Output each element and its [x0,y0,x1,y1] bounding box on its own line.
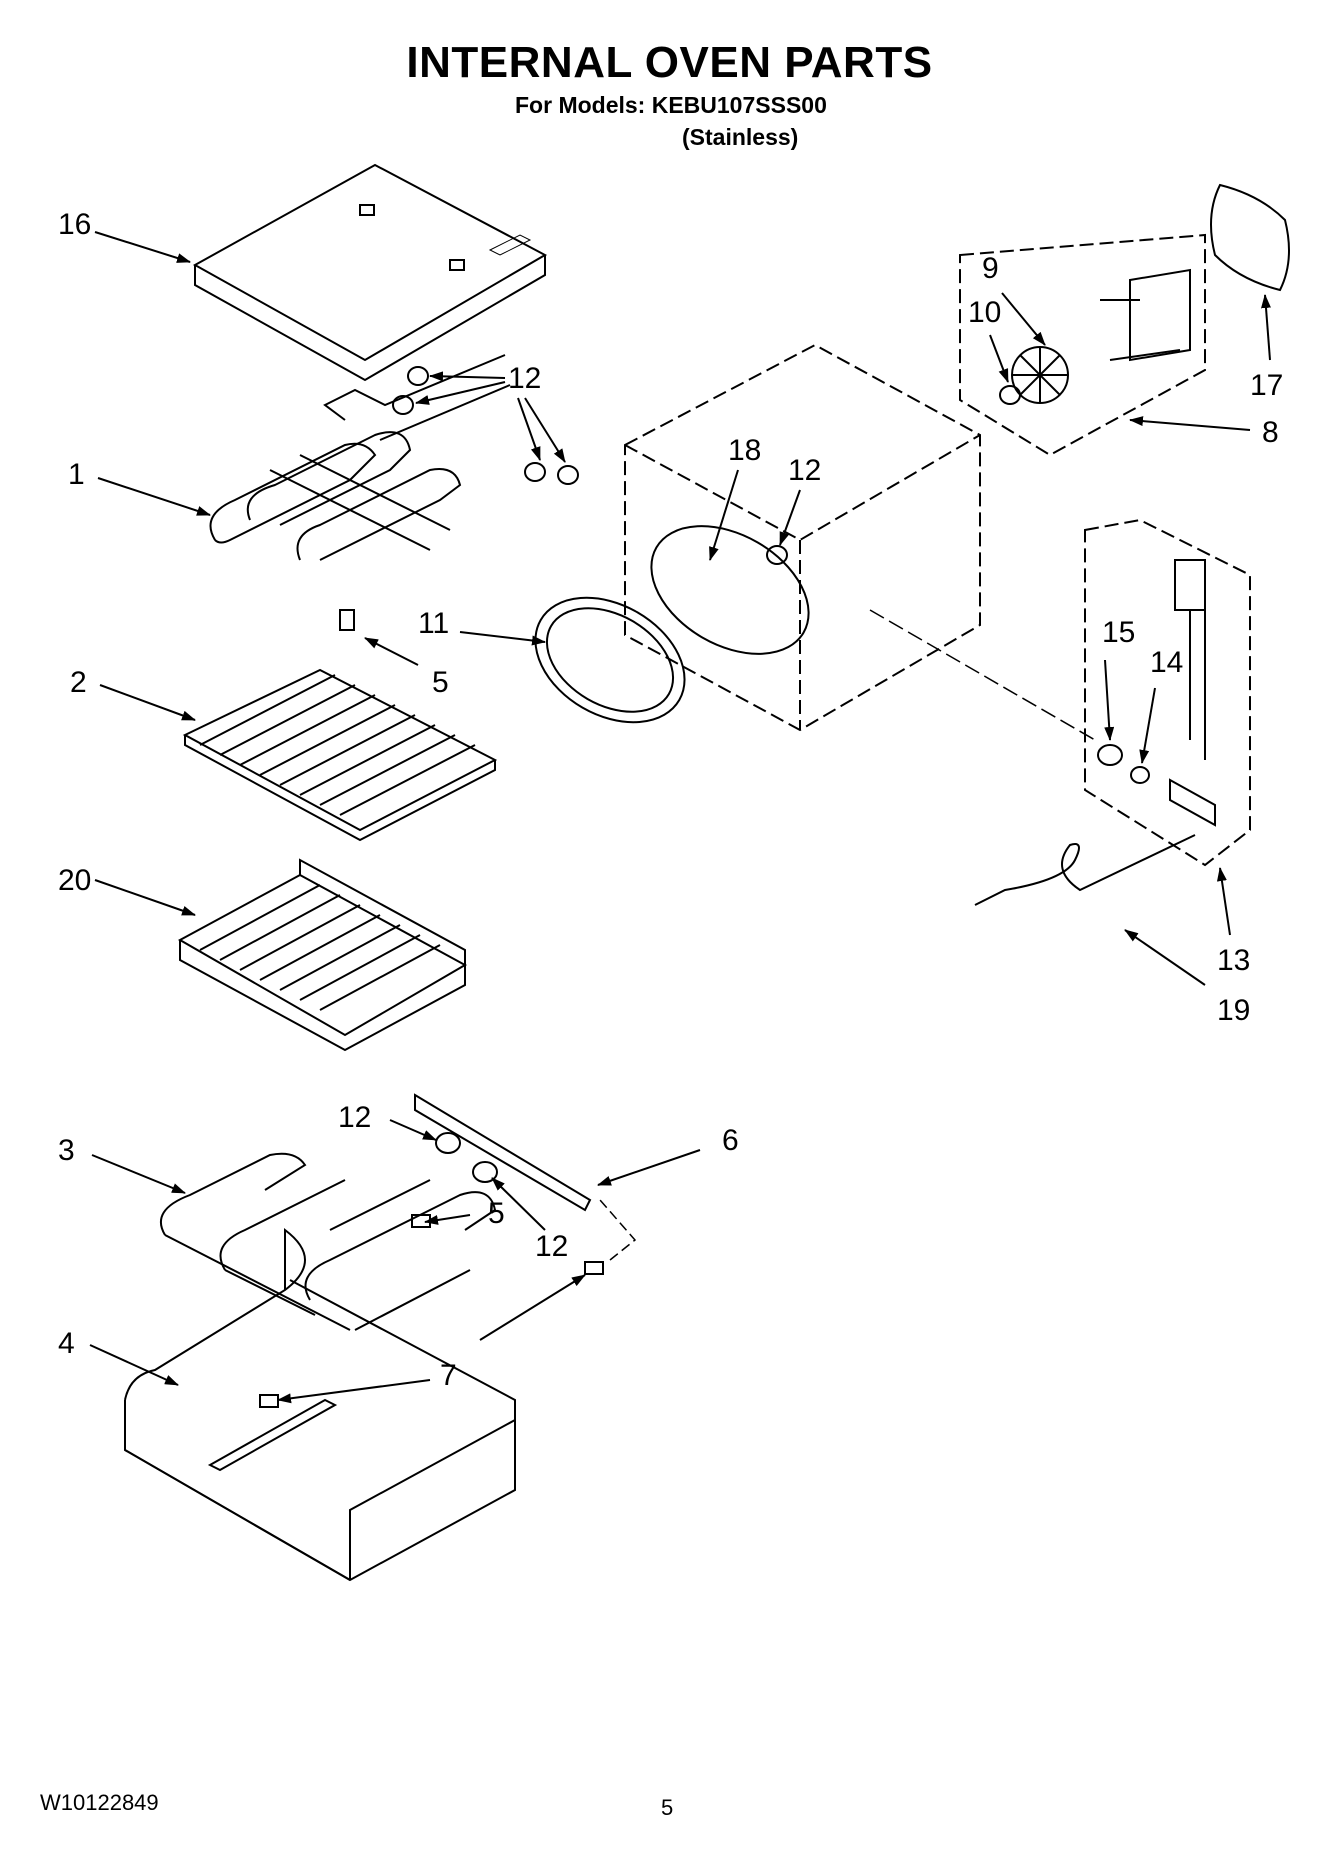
callout-10: 10 [968,296,1001,329]
callout-2: 2 [70,666,87,699]
part-meat-probe [974,834,1196,906]
part-oven-cavity [624,343,981,732]
part-bake-element [159,1152,497,1331]
part-light-assembly [534,596,686,724]
callout-13: 13 [1217,944,1250,977]
callout-6: 6 [722,1124,739,1157]
part-top-panel [192,163,548,382]
document-number: W10122849 [40,1790,159,1815]
callout-12-cavity: 12 [788,454,821,487]
part-broil-element [209,354,511,561]
callout-3: 3 [58,1134,75,1167]
page-title: INTERNAL OVEN PARTS [406,38,933,87]
callout-labels: 16 12 1 5 2 20 12 3 5 12 4 7 6 11 18 12 … [58,208,1283,1392]
callout-arrows [89,231,1271,1404]
callout-15: 15 [1102,616,1135,649]
part-bracket [414,1093,592,1212]
callout-1: 1 [68,458,85,491]
part-rolling-rack [177,858,468,1052]
callout-17: 17 [1250,369,1283,402]
callout-19: 19 [1217,994,1250,1027]
part-sensor-group [1084,518,1251,867]
callout-5-top: 5 [432,666,449,699]
part-bottom-cover [124,1227,516,1582]
callout-20: 20 [58,864,91,897]
callout-16: 16 [58,208,91,241]
model-line: For Models: KEBU107SSS00 [515,92,827,118]
callout-12-top: 12 [508,362,541,395]
callout-7: 7 [440,1359,457,1392]
callout-8: 8 [1262,416,1279,449]
page-number: 5 [661,1795,674,1820]
callout-12-bottom-a: 12 [338,1101,371,1134]
fasteners [259,366,788,1408]
callout-11: 11 [418,607,449,640]
callout-14: 14 [1150,646,1183,679]
part-fan-motor-group [959,233,1206,457]
callout-4: 4 [58,1327,75,1360]
callout-9: 9 [982,252,999,285]
callout-18: 18 [728,434,761,467]
callout-5-bottom: 5 [488,1197,505,1230]
callout-12-bottom-b: 12 [535,1230,568,1263]
part-motor-gasket [1210,183,1290,292]
part-gasket [650,525,810,655]
finish-line: (Stainless) [682,124,799,150]
part-oven-rack [182,668,498,842]
